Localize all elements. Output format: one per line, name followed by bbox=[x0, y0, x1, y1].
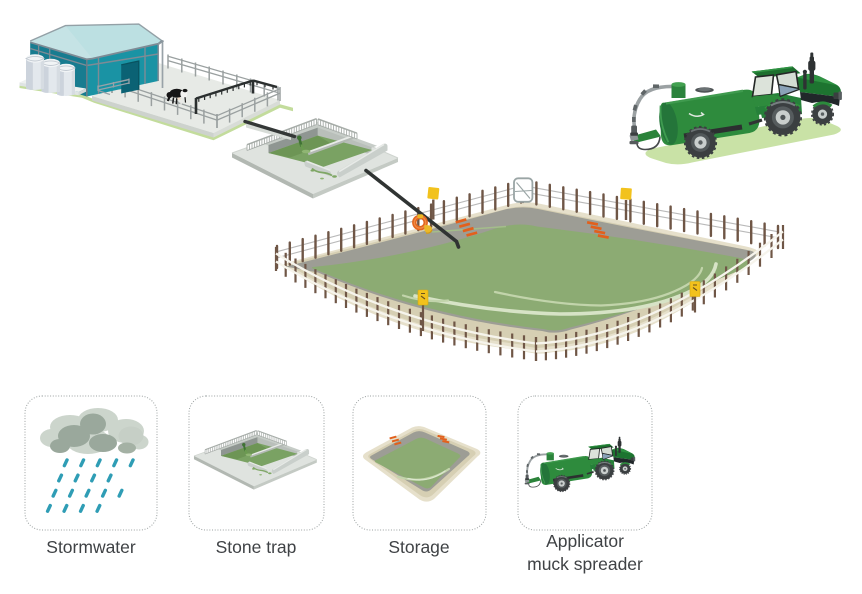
svg-text:Applicator: Applicator bbox=[546, 531, 624, 551]
svg-text:Storage: Storage bbox=[388, 537, 449, 557]
svg-text:muck spreader: muck spreader bbox=[527, 554, 643, 574]
svg-text:Stone trap: Stone trap bbox=[216, 537, 297, 557]
svg-text:Stormwater: Stormwater bbox=[46, 537, 136, 557]
